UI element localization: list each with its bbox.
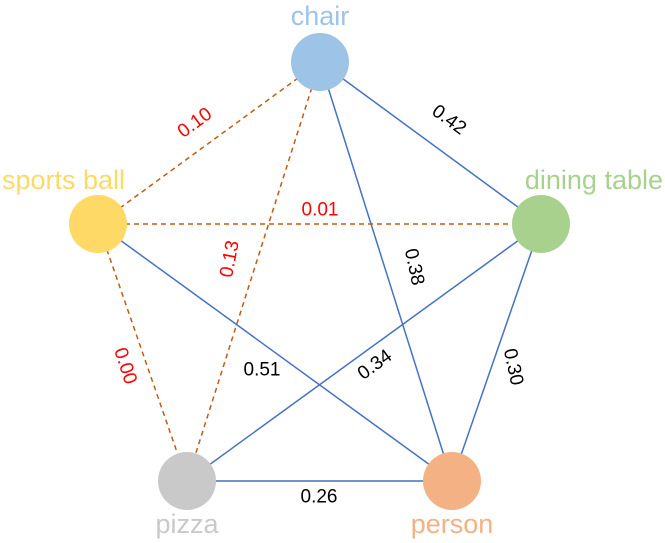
- edge-sports-ball-person: [97, 223, 453, 482]
- edge-weight-label: 0.01: [302, 200, 339, 221]
- edge-dining-table-person: [451, 223, 542, 482]
- node-label-chair: chair: [291, 1, 350, 31]
- edge-weight-label: 0.13: [216, 239, 244, 279]
- node-dining-table: [512, 195, 570, 253]
- edge-weight-label: 0.10: [174, 104, 216, 143]
- edge-weight-label: 0.30: [499, 347, 527, 388]
- edge-chair-pizza: [186, 61, 321, 482]
- edge-weight-label: 0.34: [354, 345, 397, 384]
- edge-weight-label: 0.51: [244, 360, 281, 381]
- node-pizza: [158, 452, 216, 510]
- edge-dining-table-pizza: [186, 223, 542, 482]
- edge-weight-label: 0.38: [400, 247, 428, 288]
- node-label-dining-table: dining table: [525, 165, 663, 195]
- edge-weight-label: 0.26: [301, 487, 338, 508]
- edge-sports-ball-chair: [97, 61, 321, 225]
- edge-sports-ball-pizza: [97, 223, 188, 482]
- edge-weight-label: 0.00: [109, 345, 140, 387]
- node-label-sports-ball: sports ball: [2, 165, 125, 195]
- node-sports-ball: [69, 195, 127, 253]
- node-label-pizza: pizza: [155, 509, 219, 539]
- node-label-person: person: [411, 509, 494, 539]
- node-person: [423, 452, 481, 510]
- edge-weight-label: 0.42: [428, 101, 470, 140]
- node-chair: [291, 33, 349, 91]
- edge-chair-person: [319, 61, 453, 482]
- edge-chair-dining-table: [319, 61, 542, 225]
